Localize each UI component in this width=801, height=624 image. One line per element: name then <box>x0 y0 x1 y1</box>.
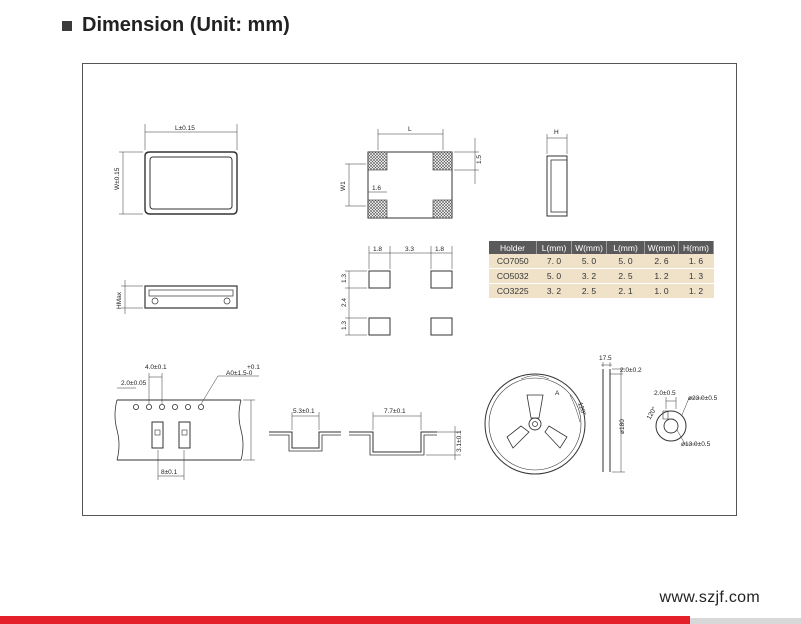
package-bottom-view <box>345 129 479 219</box>
table-header: W(mm) <box>644 241 679 254</box>
table-cell: 1. 2 <box>644 268 679 284</box>
label-hub-230: ø23.0±0.5 <box>688 395 718 402</box>
table-cell: 7. 0 <box>536 254 572 269</box>
package-top-view <box>119 124 238 215</box>
carrier-tape <box>114 373 259 480</box>
label-tape-pitch: 4.0±0.1 <box>145 364 167 371</box>
label-tape-hole: 2.0±0.05 <box>121 380 147 387</box>
label-reel-20: 2.0±0.2 <box>620 367 642 374</box>
label-hmax: HMax <box>116 291 123 309</box>
page-title: Dimension (Unit: mm) <box>82 14 290 36</box>
footer-red-bar <box>0 616 690 624</box>
table-header: L(mm) <box>536 241 572 254</box>
label-reel-175: 17.5 <box>599 355 612 362</box>
table-cell: 3. 2 <box>536 283 572 299</box>
footer-grey-bar <box>690 618 801 624</box>
table-cell: 3. 2 <box>571 268 607 284</box>
label-l: L <box>408 126 412 133</box>
label-land-b: 3.3 <box>405 246 414 253</box>
table-cell: CO5032 <box>489 268 537 284</box>
reel-hub <box>655 397 703 445</box>
label-reel-180: ø180 <box>619 419 626 434</box>
label-land-v2: 2.4 <box>341 298 348 307</box>
table-cell: CO7050 <box>489 254 537 269</box>
package-side-view <box>546 134 568 217</box>
label-hub-130: ø13.0±0.5 <box>681 441 711 448</box>
table-cell: CO3225 <box>489 283 537 299</box>
holder-dimension-table: Holder L(mm) W(mm) L(mm) W(mm) H(mm) CO7… <box>489 241 714 299</box>
label-land-c: 1.8 <box>435 246 444 253</box>
label-hub-20: 2.0±0.5 <box>654 390 676 397</box>
table-cell: 5. 0 <box>571 254 607 269</box>
table-cell: 2. 5 <box>571 283 607 299</box>
table-cell: 1. 2 <box>678 283 714 299</box>
square-bullet-icon <box>62 20 72 31</box>
label-cav-77: 7.7±0.1 <box>384 408 406 415</box>
package-front-view <box>121 280 238 314</box>
label-tape-a: A0±1.5-0 <box>226 370 253 377</box>
dimension-drawing: L±0.15 W±0.15 L H W1 1.6 1.5 HMax 1.8 3.… <box>114 124 718 480</box>
table-row: CO3225 3. 2 2. 5 2. 1 1. 0 1. 2 <box>489 283 714 299</box>
label-hub-120: 120° <box>645 405 659 421</box>
label-land-v3: 1.3 <box>341 321 348 330</box>
table-cell: 1. 0 <box>644 283 679 299</box>
label-h: H <box>554 129 559 136</box>
table-header: H(mm) <box>678 241 714 254</box>
label-pad-height: 1.5 <box>476 155 483 164</box>
table-cell: 1. 6 <box>678 254 714 269</box>
label-cav-53: 5.3±0.1 <box>293 408 315 415</box>
table-row: CO7050 7. 0 5. 0 5. 0 2. 6 1. 6 <box>489 254 714 269</box>
label-land-v1: 1.3 <box>341 274 348 283</box>
drawing-frame: L±0.15 W±0.15 L H W1 1.6 1.5 HMax 1.8 3.… <box>82 63 737 516</box>
label-tape-tol: +0.1 <box>247 364 260 371</box>
label-reel-120: 120° <box>576 401 588 417</box>
label-tape-8: 8±0.1 <box>161 469 178 476</box>
table-cell: 2. 6 <box>644 254 679 269</box>
table-cell: 2. 1 <box>606 283 645 299</box>
label-land-a: 1.8 <box>373 246 382 253</box>
table-cell: 5. 0 <box>536 268 572 284</box>
label-w-tol: W±0.15 <box>114 167 121 190</box>
cavity-section-large <box>349 412 461 460</box>
table-header-row: Holder L(mm) W(mm) L(mm) W(mm) H(mm) <box>489 241 714 254</box>
reel <box>484 362 625 475</box>
label-w1: W1 <box>340 181 347 191</box>
label-reel-a: A <box>555 390 560 397</box>
table-cell: 2. 5 <box>606 268 645 284</box>
table-cell: 5. 0 <box>606 254 645 269</box>
table-row: CO5032 5. 0 3. 2 2. 5 1. 2 1. 3 <box>489 268 714 284</box>
label-cav-31: 3.1±0.1 <box>456 430 463 452</box>
table-header: Holder <box>489 241 537 254</box>
label-pad-len: 1.6 <box>372 185 381 192</box>
page-heading: Dimension (Unit: mm) <box>62 14 290 37</box>
table-cell: 1. 3 <box>678 268 714 284</box>
label-l-tol: L±0.15 <box>175 125 195 132</box>
cavity-section-small <box>269 412 341 452</box>
table-header: L(mm) <box>606 241 645 254</box>
table-header: W(mm) <box>571 241 607 254</box>
land-pattern <box>345 246 453 336</box>
website-url[interactable]: www.szjf.com <box>659 589 760 606</box>
